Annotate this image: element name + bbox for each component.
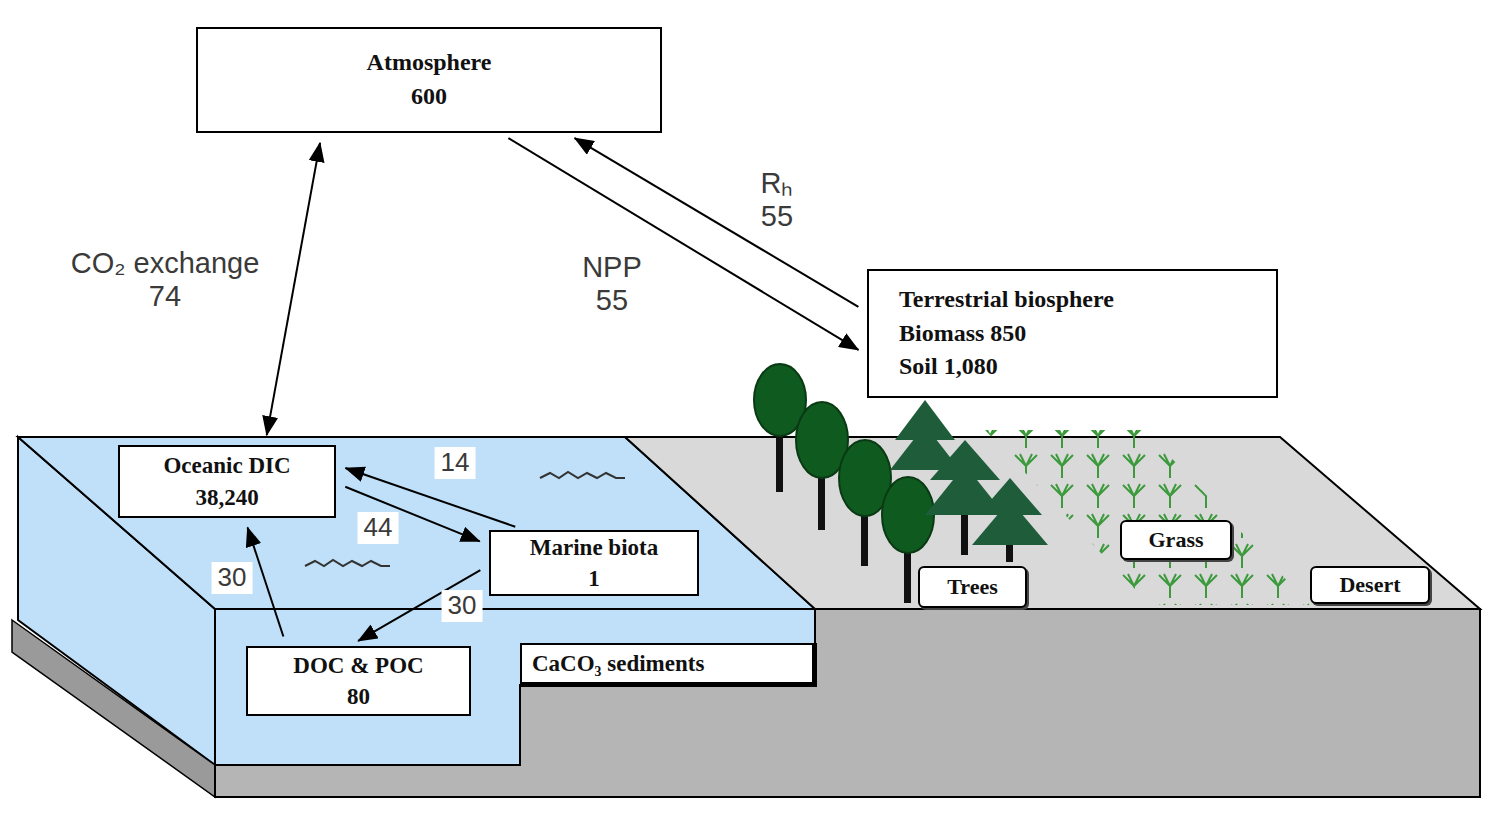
vegetation-tag: Desert [1310,566,1430,604]
pool-box: DOC & POC80 [246,646,471,716]
box-heading: CaCO₃ sediments [532,649,704,679]
box-heading: Oceanic DIC [163,450,290,481]
flux-arrow [267,143,320,435]
box-heading: Marine biota [530,532,658,563]
box-heading: Atmosphere [367,46,492,80]
box-value: 1 [588,563,600,594]
flux-label: Rₕ 55 [745,167,809,234]
pool-box: Terrestrial biosphereBiomass 850Soil 1,0… [867,269,1278,398]
box-value: 600 [411,80,447,114]
box-heading: DOC & POC [293,650,423,681]
box-heading: Trees [947,573,998,602]
sediment-box: CaCO₃ sediments [520,643,817,687]
vegetation-tag: Trees [918,566,1027,608]
flux-number: 30 [442,590,483,622]
flux-number: 14 [435,447,476,479]
box-heading: Desert [1339,571,1400,600]
flux-arrow [508,138,858,350]
flux-number: 44 [358,512,399,544]
pool-box: Atmosphere600 [196,27,662,133]
box-value: Soil 1,080 [899,350,998,384]
box-value: 80 [347,681,370,712]
pool-box: Marine biota1 [489,530,699,596]
flux-label: CO₂ exchange 74 [63,247,268,314]
flux-arrow [248,528,284,637]
box-heading: Terrestrial biosphere [899,283,1114,317]
flux-label: NPP 55 [574,251,650,318]
box-heading: Grass [1149,526,1204,555]
flux-number: 30 [212,562,253,594]
box-value: Biomass 850 [899,317,1026,351]
pool-box: Oceanic DIC38,240 [118,445,336,518]
vegetation-tag: Grass [1120,520,1232,560]
box-value: 38,240 [195,482,258,513]
